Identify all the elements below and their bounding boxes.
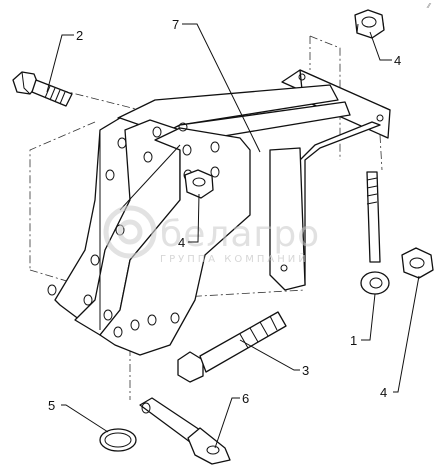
- nut-top: [354, 9, 385, 39]
- nut-center: [184, 169, 214, 199]
- callout-bracket: 7: [172, 17, 179, 32]
- callout-long-bolt: 3: [302, 363, 309, 378]
- callout-bolt: 2: [76, 28, 83, 43]
- leader-lines: [46, 23, 420, 449]
- callout-eye-bolt: 1: [350, 333, 357, 348]
- callout-nut-center: 4: [178, 235, 185, 250]
- callout-ring: 5: [48, 398, 55, 413]
- callout-labels: 2 7 4 4 1 4 3 5 6: [48, 17, 401, 413]
- watermark-name: белагро: [160, 214, 320, 255]
- eye-bolt: [360, 171, 390, 295]
- corner-mark: ⁄⁄: [426, 3, 432, 10]
- split-ring: [99, 428, 137, 452]
- callout-nut-right: 4: [380, 385, 387, 400]
- watermark-subtitle: ГРУППА КОМПАНИЙ: [160, 252, 309, 265]
- callout-nut-top: 4: [394, 53, 401, 68]
- callout-pin: 6: [242, 391, 249, 406]
- nut-right: [401, 247, 434, 279]
- clevis-pin: [139, 397, 231, 465]
- hex-bolt: [12, 71, 73, 107]
- long-bolt: [177, 311, 287, 383]
- watermark: белагро ГРУППА КОМПАНИЙ: [103, 205, 320, 265]
